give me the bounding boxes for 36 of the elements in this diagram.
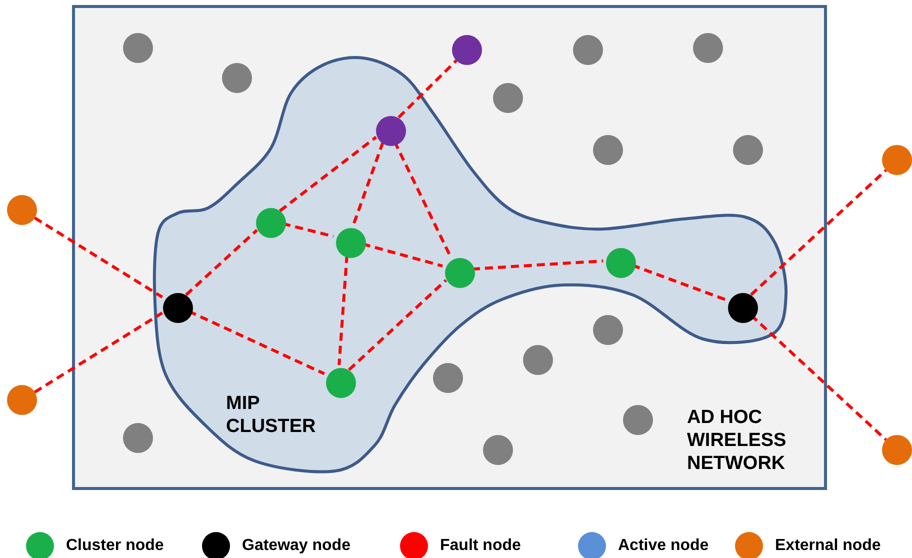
dashed-connector [398,59,458,119]
legend-label: Cluster node [66,537,164,555]
dashed-connector [472,259,604,271]
node-circle [593,135,623,165]
dashed-connector [34,312,164,394]
legend-label: External node [775,537,881,555]
node-circle [882,145,912,175]
network-label: AD HOC WIRELESS NETWORK [687,406,788,475]
legend-label: Fault node [440,537,521,555]
node-circle [7,195,37,225]
network-area [72,5,827,490]
node-circle [523,345,553,375]
node-circle [623,405,653,435]
dashed-connector [279,136,377,212]
dashed-connector [185,229,258,296]
node-circle [573,35,603,65]
node-circle [7,385,37,415]
node-circle [593,315,623,345]
dashed-connector [750,169,887,296]
dashed-connector [338,254,348,366]
node-circle [222,63,252,93]
dashed-connector [352,142,384,226]
cluster-label: MIP CLUSTER [226,392,317,438]
legend-label: Gateway node [242,537,350,555]
legend-label: Active node [618,537,709,555]
node-circle [433,363,463,393]
node-circle [493,83,523,113]
node-circle [882,435,912,465]
node-circle [733,135,763,165]
node-circle [123,423,153,453]
node-circle [693,33,723,63]
dashed-connector [34,216,164,298]
node-circle [452,35,482,65]
dashed-connector [348,279,447,371]
node-circle [483,435,513,465]
node-circle [123,33,153,63]
